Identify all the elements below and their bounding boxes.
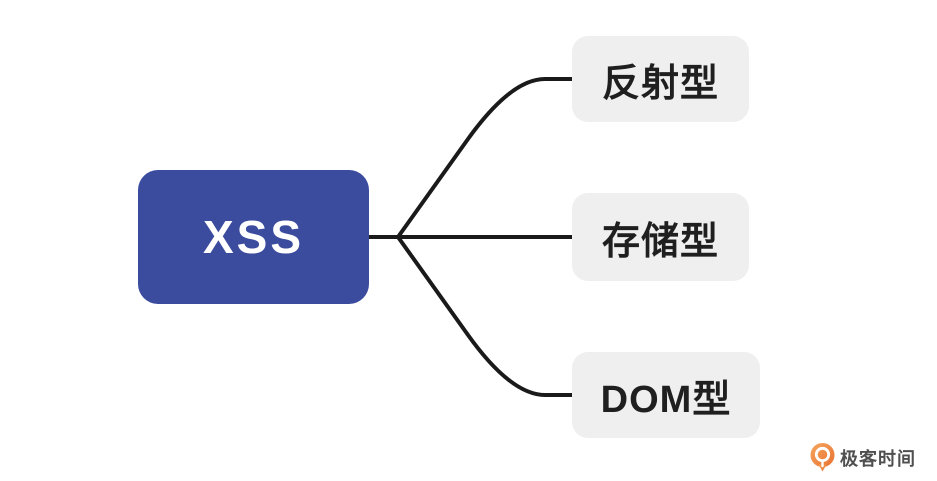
connector-root-to-dom	[396, 235, 572, 397]
child-node-reflected-label: 反射型	[601, 62, 719, 105]
child-node-dom-label: DOM型	[600, 378, 732, 421]
child-node-stored: 存储型	[572, 193, 749, 281]
brand-watermark-label: 极客时间	[840, 448, 916, 469]
brand-watermark: 极客时间	[810, 443, 916, 472]
child-node-reflected: 反射型	[572, 36, 749, 122]
child-node-dom: DOM型	[572, 352, 760, 438]
geektime-pin-icon	[810, 443, 835, 472]
root-node-label: XSS	[202, 211, 305, 263]
child-node-stored-label: 存储型	[601, 220, 719, 263]
root-node-xss: XSS	[138, 170, 369, 304]
connector-root-to-reflected	[396, 77, 572, 239]
